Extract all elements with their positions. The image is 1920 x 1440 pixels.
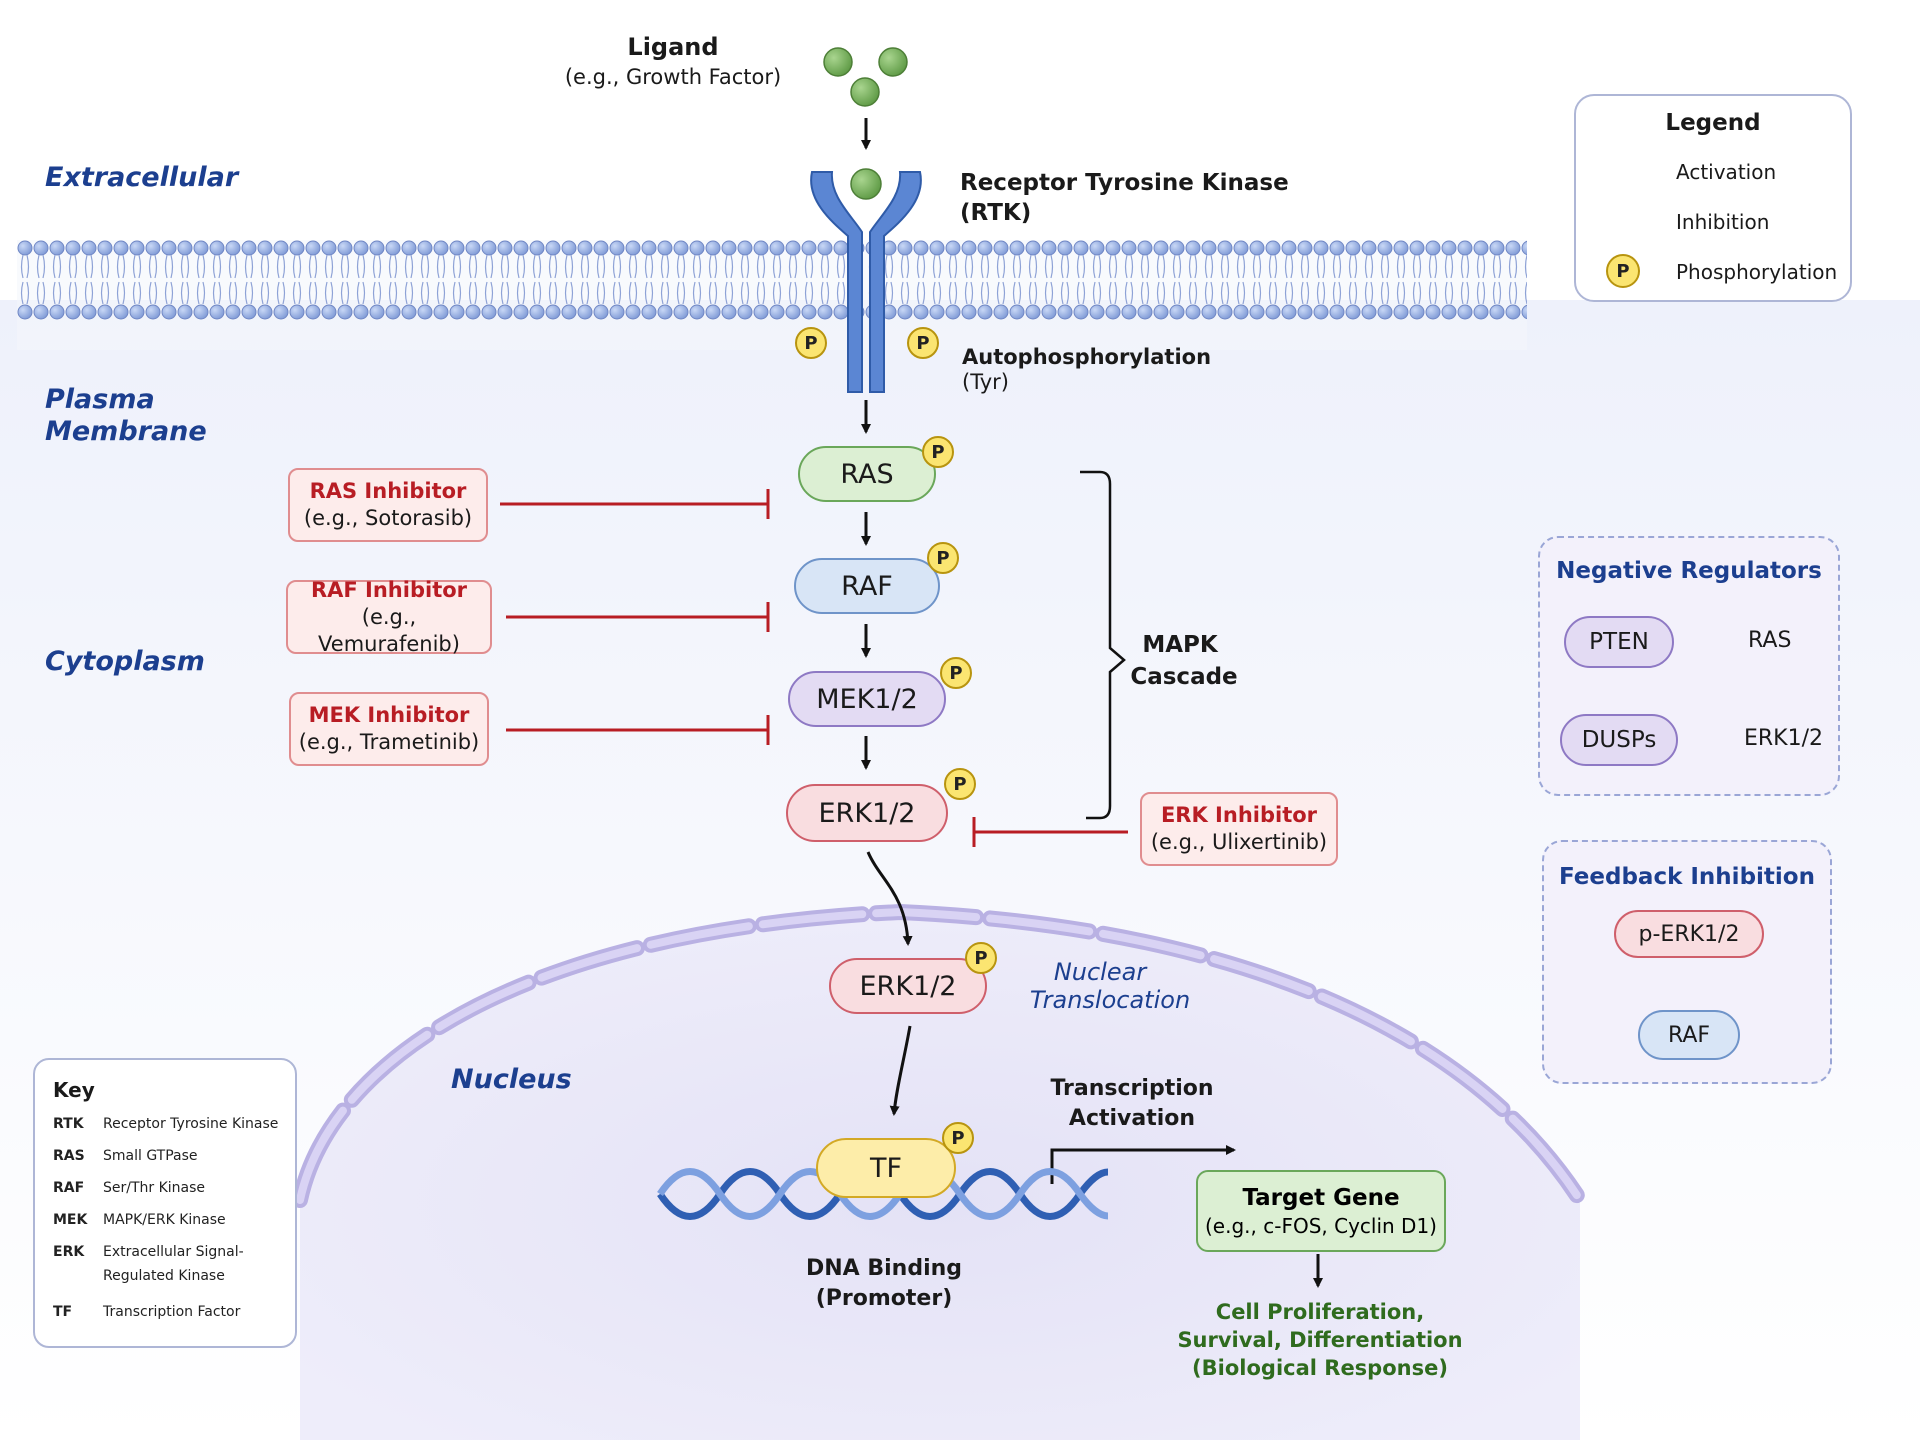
phosphorylation-icon: P <box>795 327 827 359</box>
transcription-activation-line1: Transcription <box>1050 1076 1214 1101</box>
key-def: Transcription Factor <box>103 1304 241 1320</box>
p-erk-node: p-ERK1/2 <box>1614 910 1764 958</box>
region-cytoplasm: Cytoplasm <box>45 646 205 677</box>
nuclear-translocation-line1: Nuclear <box>1053 958 1147 986</box>
ras-inhibitor-box: RAS Inhibitor (e.g., Sotorasib) <box>288 468 488 542</box>
key-abbr: RTK <box>53 1116 84 1132</box>
autophosphorylation-sub: (Tyr) <box>962 370 1010 394</box>
phosphorylation-icon: P <box>942 1122 974 1154</box>
phosphorylation-icon: P <box>907 327 939 359</box>
mapk-cascade-line1: MAPK <box>1142 632 1218 658</box>
key-row: MEK MAPK/ERK Kinase <box>35 1212 299 1238</box>
mapk-cascade-line2: Cascade <box>1130 664 1238 690</box>
legend-panel: Legend Activation Inhibition P Phosphory… <box>1574 94 1852 302</box>
response-line3: (Biological Response) <box>1192 1356 1448 1380</box>
key-abbr: MEK <box>53 1212 88 1228</box>
receptor-rtk <box>810 168 922 393</box>
ligand-subtitle: (e.g., Growth Factor) <box>564 65 782 89</box>
target-gene-sub: (e.g., c-FOS, Cyclin D1) <box>1205 1214 1437 1238</box>
ligand-title: Ligand <box>627 33 719 61</box>
phosphorylation-icon: P <box>927 542 959 574</box>
activation-arrows <box>861 400 1323 1288</box>
region-plasma-membrane-line1: Plasma <box>45 384 155 415</box>
pten-target: RAS <box>1748 628 1792 653</box>
region-extracellular: Extracellular <box>45 162 239 193</box>
autophosphorylation-title: Autophosphorylation <box>962 345 1212 369</box>
inhibition-lines <box>500 489 1128 847</box>
response-line2: Survival, Differentiation <box>1177 1328 1463 1352</box>
key-def: Receptor Tyrosine Kinase <box>103 1116 279 1132</box>
dna-binding-line2: (Promoter) <box>815 1286 953 1311</box>
erk-node: ERK1/2 <box>786 784 948 842</box>
inhibitor-name: MEK Inhibitor <box>308 703 470 727</box>
raf-node: RAF <box>794 558 940 614</box>
erk-inhibitor-box: ERK Inhibitor (e.g., Ulixertinib) <box>1140 792 1338 866</box>
mek-node: MEK1/2 <box>788 671 946 727</box>
region-nucleus: Nucleus <box>451 1064 572 1095</box>
ras-node: RAS <box>798 446 936 502</box>
inhibitor-example: (e.g., Sotorasib) <box>303 506 473 530</box>
phosphorylation-icon: P <box>922 436 954 468</box>
key-row: ERK Extracellular Signal-Regulated Kinas… <box>35 1244 299 1294</box>
ligand-molecules <box>823 47 908 107</box>
feedback-raf-node: RAF <box>1638 1010 1740 1060</box>
mapk-bracket <box>1080 470 1126 820</box>
target-gene-title: Target Gene <box>1242 1185 1400 1211</box>
key-row: RAF Ser/Thr Kinase <box>35 1180 299 1206</box>
rtk-title: Receptor Tyrosine Kinase <box>960 170 1289 196</box>
nuclear-translocation-line2: Translocation <box>1029 986 1191 1014</box>
key-abbr: ERK <box>53 1244 85 1260</box>
plasma-membrane <box>17 240 1527 350</box>
key-row: RAS Small GTPase <box>35 1148 299 1174</box>
key-def: MAPK/ERK Kinase <box>103 1212 226 1228</box>
transcription-activation-line2: Activation <box>1068 1106 1196 1131</box>
legend-phosphorylation: Phosphorylation <box>1676 260 1838 284</box>
key-row: RTK Receptor Tyrosine Kinase <box>35 1116 299 1142</box>
feedback-inhibition-panel: Feedback Inhibition p-ERK1/2 RAF <box>1542 840 1832 1084</box>
dusps-node: DUSPs <box>1560 714 1678 766</box>
phosphorylation-icon: P <box>1606 254 1640 288</box>
pten-node: PTEN <box>1564 616 1674 668</box>
key-row: TF Transcription Factor <box>35 1304 299 1330</box>
inhibitor-example: (e.g., Trametinib) <box>298 730 480 754</box>
key-panel: Key RTK Receptor Tyrosine Kinase RAS Sma… <box>33 1058 297 1348</box>
negative-regulators-panel: Negative Regulators PTEN RAS DUSPs ERK1/… <box>1538 536 1840 796</box>
key-title: Key <box>53 1078 95 1102</box>
tf-node: TF <box>816 1138 956 1198</box>
key-def: Extracellular Signal-Regulated Kinase <box>103 1244 244 1284</box>
inhibitor-example: (e.g., Ulixertinib) <box>1150 830 1328 854</box>
inhibitor-name: RAF Inhibitor <box>310 577 468 602</box>
target-gene-box: Target Gene (e.g., c-FOS, Cyclin D1) <box>1196 1170 1446 1252</box>
key-def: Small GTPase <box>103 1148 198 1164</box>
feedback-inhibition-title: Feedback Inhibition <box>1559 864 1815 890</box>
negative-regulators-title: Negative Regulators <box>1556 558 1822 584</box>
region-plasma-membrane-line2: Membrane <box>45 416 207 447</box>
phosphorylation-icon: P <box>940 657 972 689</box>
key-def: Ser/Thr Kinase <box>103 1180 206 1196</box>
dna-binding-line1: DNA Binding <box>805 1256 963 1281</box>
phosphorylation-icon: P <box>965 942 997 974</box>
raf-inhibitor-box: RAF Inhibitor (e.g., Vemurafenib) <box>286 577 492 656</box>
inhibitor-name: RAS Inhibitor <box>309 479 467 503</box>
rtk-abbr: (RTK) <box>960 200 1032 226</box>
inhibitor-name: ERK Inhibitor <box>1160 803 1318 827</box>
legend-inhibition: Inhibition <box>1676 210 1770 234</box>
erk-nuclear-node: ERK1/2 <box>829 958 987 1014</box>
mek-inhibitor-box: MEK Inhibitor (e.g., Trametinib) <box>289 692 489 766</box>
inhibitor-example: (e.g., Vemurafenib) <box>318 604 460 656</box>
key-abbr: TF <box>53 1304 73 1320</box>
phosphorylation-icon: P <box>944 768 976 800</box>
legend-activation: Activation <box>1676 160 1777 184</box>
key-abbr: RAS <box>53 1148 85 1164</box>
legend-title: Legend <box>1665 110 1761 136</box>
response-line1: Cell Proliferation, <box>1215 1300 1425 1324</box>
dusps-target: ERK1/2 <box>1744 726 1824 751</box>
key-abbr: RAF <box>53 1180 85 1196</box>
